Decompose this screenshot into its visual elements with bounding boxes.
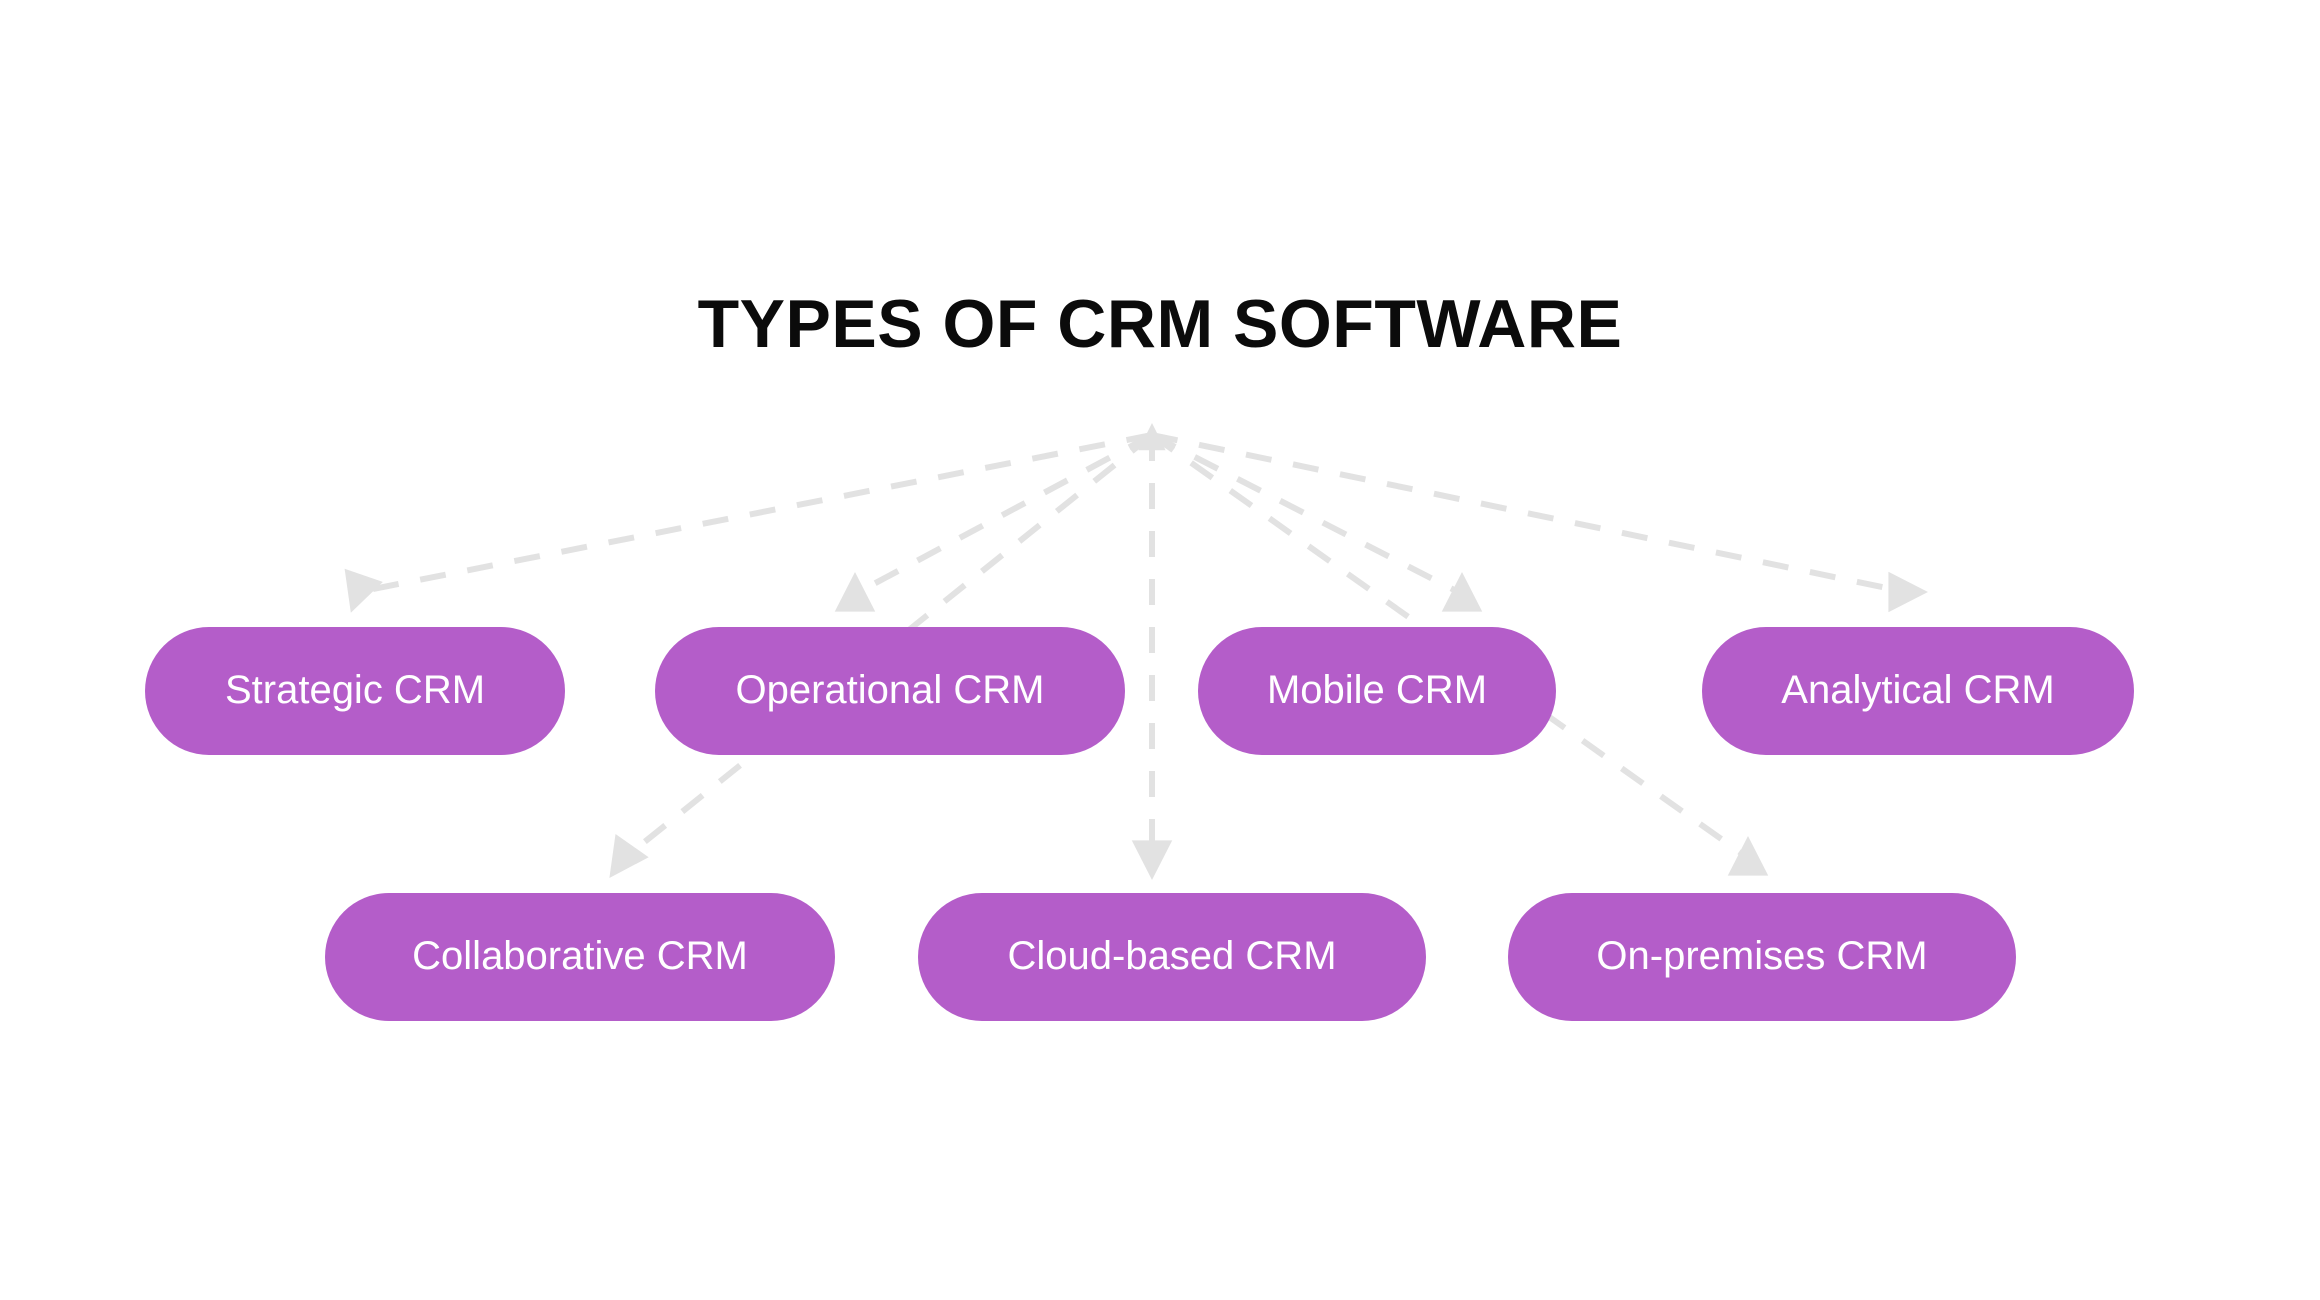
- arrowhead-strategic: [344, 568, 383, 613]
- arrowhead-analytical: [1888, 571, 1928, 613]
- node-label: Mobile CRM: [1266, 667, 1488, 712]
- node-label: On-premises CRM: [1596, 933, 1928, 978]
- arrowhead-mobile: [1441, 572, 1483, 612]
- node-onpremises[interactable]: On-premises CRM: [1508, 893, 2016, 1021]
- node-label: Operational CRM: [735, 667, 1045, 712]
- arrowhead-collaborative: [609, 833, 649, 879]
- node-strategic[interactable]: Strategic CRM: [145, 627, 565, 755]
- arrowhead-cloud: [1131, 840, 1173, 880]
- node-operational[interactable]: Operational CRM: [655, 627, 1125, 755]
- connector-to-analytical: [1151, 432, 1907, 595]
- node-analytical[interactable]: Analytical CRM: [1702, 627, 2134, 755]
- connector-to-operational: [853, 432, 1154, 597]
- node-collaborative[interactable]: Collaborative CRM: [325, 893, 835, 1021]
- connector-to-mobile: [1150, 432, 1464, 597]
- page-title: TYPES OF CRM SOFTWARE: [697, 286, 1623, 362]
- arrowhead-operational: [834, 572, 876, 612]
- node-label: Strategic CRM: [224, 667, 486, 712]
- node-label: Collaborative CRM: [412, 933, 748, 978]
- node-mobile[interactable]: Mobile CRM: [1198, 627, 1556, 755]
- node-cloud[interactable]: Cloud-based CRM: [918, 893, 1426, 1021]
- arrowhead-onpremises: [1727, 836, 1769, 876]
- node-label: Cloud-based CRM: [1007, 933, 1337, 978]
- hub-arrow-icon: [1138, 423, 1166, 451]
- node-label: Analytical CRM: [1781, 667, 2055, 712]
- connector-to-strategic: [357, 432, 1153, 595]
